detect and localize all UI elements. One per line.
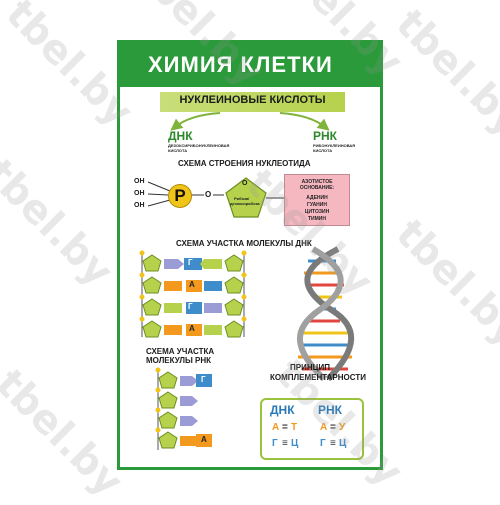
subtitle-band: НУКЛЕИНОВЫЕ КИСЛОТЫ (160, 92, 345, 112)
complementarity-box: ДНК РНК А = Т А = У Г ≡ Ц Г ≡ Ц (260, 398, 364, 460)
dna-helix (297, 246, 355, 382)
oxygen-label: O (205, 190, 212, 199)
complementarity-heading: ПРИНЦИП (290, 363, 330, 372)
phosphate-circle: P (168, 184, 192, 208)
watermark: tbel.by (386, 0, 500, 146)
dna-full-name: ДЕЗОКСИРИБОНУКЛЕИНОВАЯ (168, 143, 230, 148)
branch-arrows (170, 112, 330, 131)
comp-a: А (320, 422, 328, 433)
phosphate-letter: P (174, 186, 186, 205)
sugar-label: Рибоза/ (234, 196, 250, 201)
comp-g: Г (272, 438, 278, 449)
watermark: tbel.by (0, 150, 122, 296)
base-name: ЦИТОЗИН (304, 209, 330, 215)
comp-c: Ц (291, 438, 299, 449)
comp-rna-label: РНК (318, 403, 342, 417)
rna-abbr: РНК (313, 129, 337, 143)
oh-label: OH (134, 202, 145, 209)
dna-base-a: А (189, 324, 195, 333)
comp-u: У (339, 422, 346, 433)
watermark: tbel.by (386, 210, 500, 356)
base-name: ГУАНИН (307, 202, 327, 208)
complementarity-heading-2: КОМПЛЕМЕНТАРНОСТИ (270, 373, 366, 382)
dna-base-a: А (189, 280, 195, 289)
comp-eq: = (282, 422, 288, 433)
base-name: ТИМИН (307, 216, 327, 222)
dna-section-heading: СХЕМА УЧАСТКА МОЛЕКУЛЫ ДНК (176, 239, 312, 248)
sugar-label-2: дезоксирибоза (230, 201, 260, 206)
comp-c: Ц (339, 438, 347, 449)
dna-scheme (139, 250, 247, 338)
sugar-pentagon (225, 177, 267, 218)
rna-section-heading: СХЕМА УЧАСТКА (146, 347, 215, 356)
comp-eqeq: ≡ (330, 438, 336, 449)
oh-label: OH (134, 178, 145, 185)
comp-eq: = (330, 422, 336, 433)
nitrogen-bases-box: АЗОТИСТОЕ ОСНОВАНИЕ: АДЕНИН ГУАНИН ЦИТОЗ… (284, 174, 350, 226)
rna-full-name-2: КИСЛОТА (313, 148, 333, 153)
dna-base-g: Г (188, 302, 193, 311)
sugar-oxygen: O (242, 180, 248, 187)
nucleotide-heading: СХЕМА СТРОЕНИЯ НУКЛЕОТИДА (178, 159, 311, 168)
dna-full-name-2: КИСЛОТА (168, 148, 188, 153)
comp-dna-label: ДНК (270, 403, 295, 417)
poster-title: ХИМИЯ КЛЕТКИ (148, 52, 333, 77)
comp-g: Г (320, 438, 326, 449)
rna-base-g: Г (201, 375, 206, 384)
phosphate-bonds (147, 181, 284, 207)
rna-section-heading-2: МОЛЕКУЛЫ РНК (146, 356, 212, 365)
rna-base-a: А (201, 435, 207, 444)
poster-subtitle: НУКЛЕИНОВЫЕ КИСЛОТЫ (179, 94, 326, 106)
bases-title: АЗОТИСТОЕ (301, 179, 333, 185)
comp-a: А (272, 422, 280, 433)
base-name: АДЕНИН (306, 195, 328, 201)
dna-base-g: Г (188, 258, 193, 267)
watermark: tbel.by (0, 360, 132, 505)
title-bar: ХИМИЯ КЛЕТКИ (120, 43, 380, 87)
rna-full-name: РИБОНУКЛЕИНОВАЯ (313, 143, 356, 148)
comp-t: Т (291, 422, 298, 433)
bases-title-2: ОСНОВАНИЕ: (299, 185, 335, 191)
poster: ХИМИЯ КЛЕТКИ НУКЛЕИНОВЫЕ КИСЛОТЫ ДНК ДЕЗ… (117, 40, 383, 470)
oh-label: OH (134, 190, 145, 197)
rna-scheme (155, 367, 212, 450)
dna-abbr: ДНК (168, 129, 193, 143)
comp-eqeq: ≡ (282, 438, 288, 449)
